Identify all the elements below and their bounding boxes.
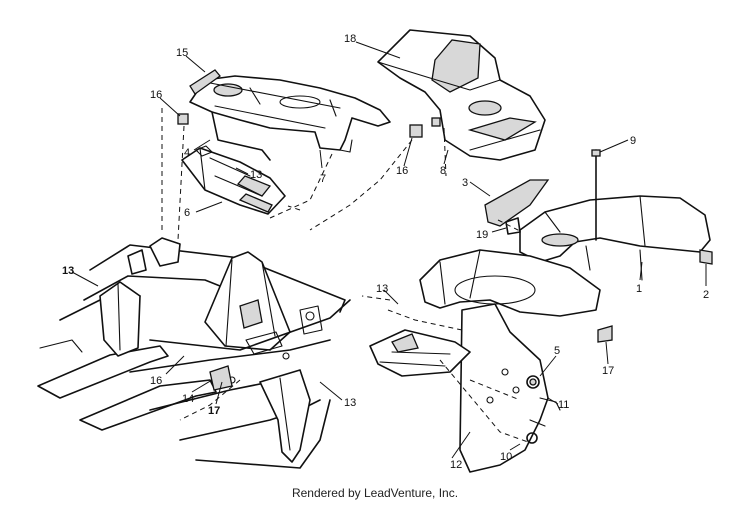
bolt-part-11[interactable] <box>529 397 561 427</box>
callout-13a: 13 <box>250 169 262 181</box>
callout-16a: 16 <box>150 89 162 101</box>
callout-13d: 13 <box>344 397 356 409</box>
headlight-pod-part-8[interactable] <box>377 29 546 161</box>
callout-6: 6 <box>184 207 190 219</box>
leader-lines <box>71 41 707 459</box>
callout-14: 14 <box>182 393 194 405</box>
front-rack-part-7[interactable] <box>189 75 391 161</box>
footrest-bracket[interactable] <box>369 329 471 377</box>
mud-flap-part-3[interactable] <box>484 179 550 227</box>
callout-labels: 15 18 16 4 13 7 8 6 16 9 3 19 1 2 5 17 1… <box>62 33 709 471</box>
rear-fender-part-1[interactable] <box>519 195 711 281</box>
front-fender-part-1[interactable] <box>419 249 601 317</box>
pad-part-16-left[interactable] <box>177 113 189 125</box>
decal-part-15[interactable] <box>189 69 221 95</box>
clip-part-19[interactable] <box>505 217 521 235</box>
pad-part-16-right-b[interactable] <box>431 117 441 127</box>
callout-15: 15 <box>176 47 188 59</box>
reflector-part-2[interactable] <box>699 249 713 265</box>
callout-13c: 13 <box>62 265 74 277</box>
callout-5: 5 <box>554 345 560 357</box>
callout-12: 12 <box>450 459 462 471</box>
mounting-plate-part-12[interactable] <box>459 303 549 473</box>
callout-10: 10 <box>500 451 512 463</box>
clip-part-4[interactable] <box>195 145 213 157</box>
callout-16c: 16 <box>150 375 162 387</box>
headlight-lens-part-6[interactable] <box>181 147 286 215</box>
callout-2: 2 <box>703 289 709 301</box>
callout-11: 11 <box>558 399 569 411</box>
reflector-part-17-right[interactable] <box>597 325 613 343</box>
chassis-frame <box>37 237 351 469</box>
assembly-lines <box>161 108 529 443</box>
footer-credit: Rendered by LeadVenture, Inc. <box>291 486 459 500</box>
callout-7: 7 <box>320 173 326 185</box>
callout-18: 18 <box>344 33 356 45</box>
callout-16b: 16 <box>396 165 408 177</box>
callout-19: 19 <box>476 229 488 241</box>
pad-part-16-right[interactable] <box>409 124 423 138</box>
callout-3: 3 <box>462 177 468 189</box>
callout-1: 1 <box>636 283 642 295</box>
callout-17b: 17 <box>208 405 220 417</box>
callout-8: 8 <box>440 165 446 177</box>
callout-17a: 17 <box>602 365 614 377</box>
locknut-part-5[interactable] <box>526 375 540 389</box>
callout-13b: 13 <box>376 283 388 295</box>
callout-4: 4 <box>184 147 190 159</box>
callout-9: 9 <box>630 135 636 147</box>
nut-part-10[interactable] <box>526 432 538 444</box>
